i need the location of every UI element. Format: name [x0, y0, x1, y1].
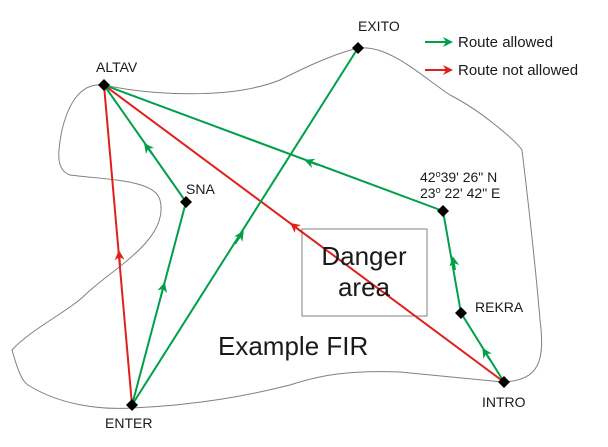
danger-area-box [301, 228, 428, 317]
waypoint-sna-marker [180, 196, 192, 208]
route-intro-rekra-arrow [482, 347, 492, 361]
coordinate-latitude: 42o39' 26" N [420, 169, 497, 185]
route-enter-sna [131, 201, 187, 406]
coordinate-longitude: 23o 22' 42" E [420, 185, 500, 201]
waypoint-rekra-label: REKRA [475, 299, 524, 315]
routes-layer [103, 47, 505, 406]
fir-boundary [11, 47, 543, 409]
route-enter-altav [103, 84, 133, 406]
waypoint-intro-marker [498, 376, 510, 388]
route-coord-altav-arrow [304, 158, 319, 169]
waypoint-sna-label: SNA [186, 181, 215, 197]
fir-label: Example FIR [218, 331, 368, 361]
waypoint-exito-label: EXITO [358, 18, 400, 34]
route-sna-altav-arrow [144, 143, 154, 156]
route-enter-exito-arrow [234, 230, 244, 245]
waypoint-exito-marker [352, 42, 364, 54]
route-coord-altav [103, 84, 444, 212]
waypoint-coord-marker [437, 205, 449, 217]
waypoint-enter-label: ENTER [105, 415, 152, 431]
legend: Route allowed Route not allowed [425, 34, 578, 79]
waypoint-intro-label: INTRO [482, 394, 526, 410]
waypoint-rekra-marker [455, 307, 467, 319]
waypoint-altav-label: ALTAV [96, 59, 138, 75]
route-rekra-coord [442, 210, 462, 314]
route-enter-altav-arrow [114, 250, 125, 266]
legend-not-allowed-label: Route not allowed [458, 62, 578, 79]
waypoint-enter-marker [126, 399, 138, 411]
danger-area-label-line1: Danger [321, 241, 407, 271]
waypoints-layer [98, 42, 510, 411]
danger-area-label-line2: area [338, 272, 391, 302]
route-sna-altav [103, 84, 187, 203]
route-enter-sna-arrow [157, 282, 167, 297]
legend-allowed-label: Route allowed [458, 34, 553, 51]
route-intro-altav-arrow [290, 222, 304, 234]
waypoint-altav-marker [98, 79, 110, 91]
route-rekra-coord-arrow [449, 256, 460, 271]
route-enter-exito [131, 47, 359, 406]
route-intro-altav [103, 84, 505, 383]
route-intro-rekra [460, 312, 505, 383]
